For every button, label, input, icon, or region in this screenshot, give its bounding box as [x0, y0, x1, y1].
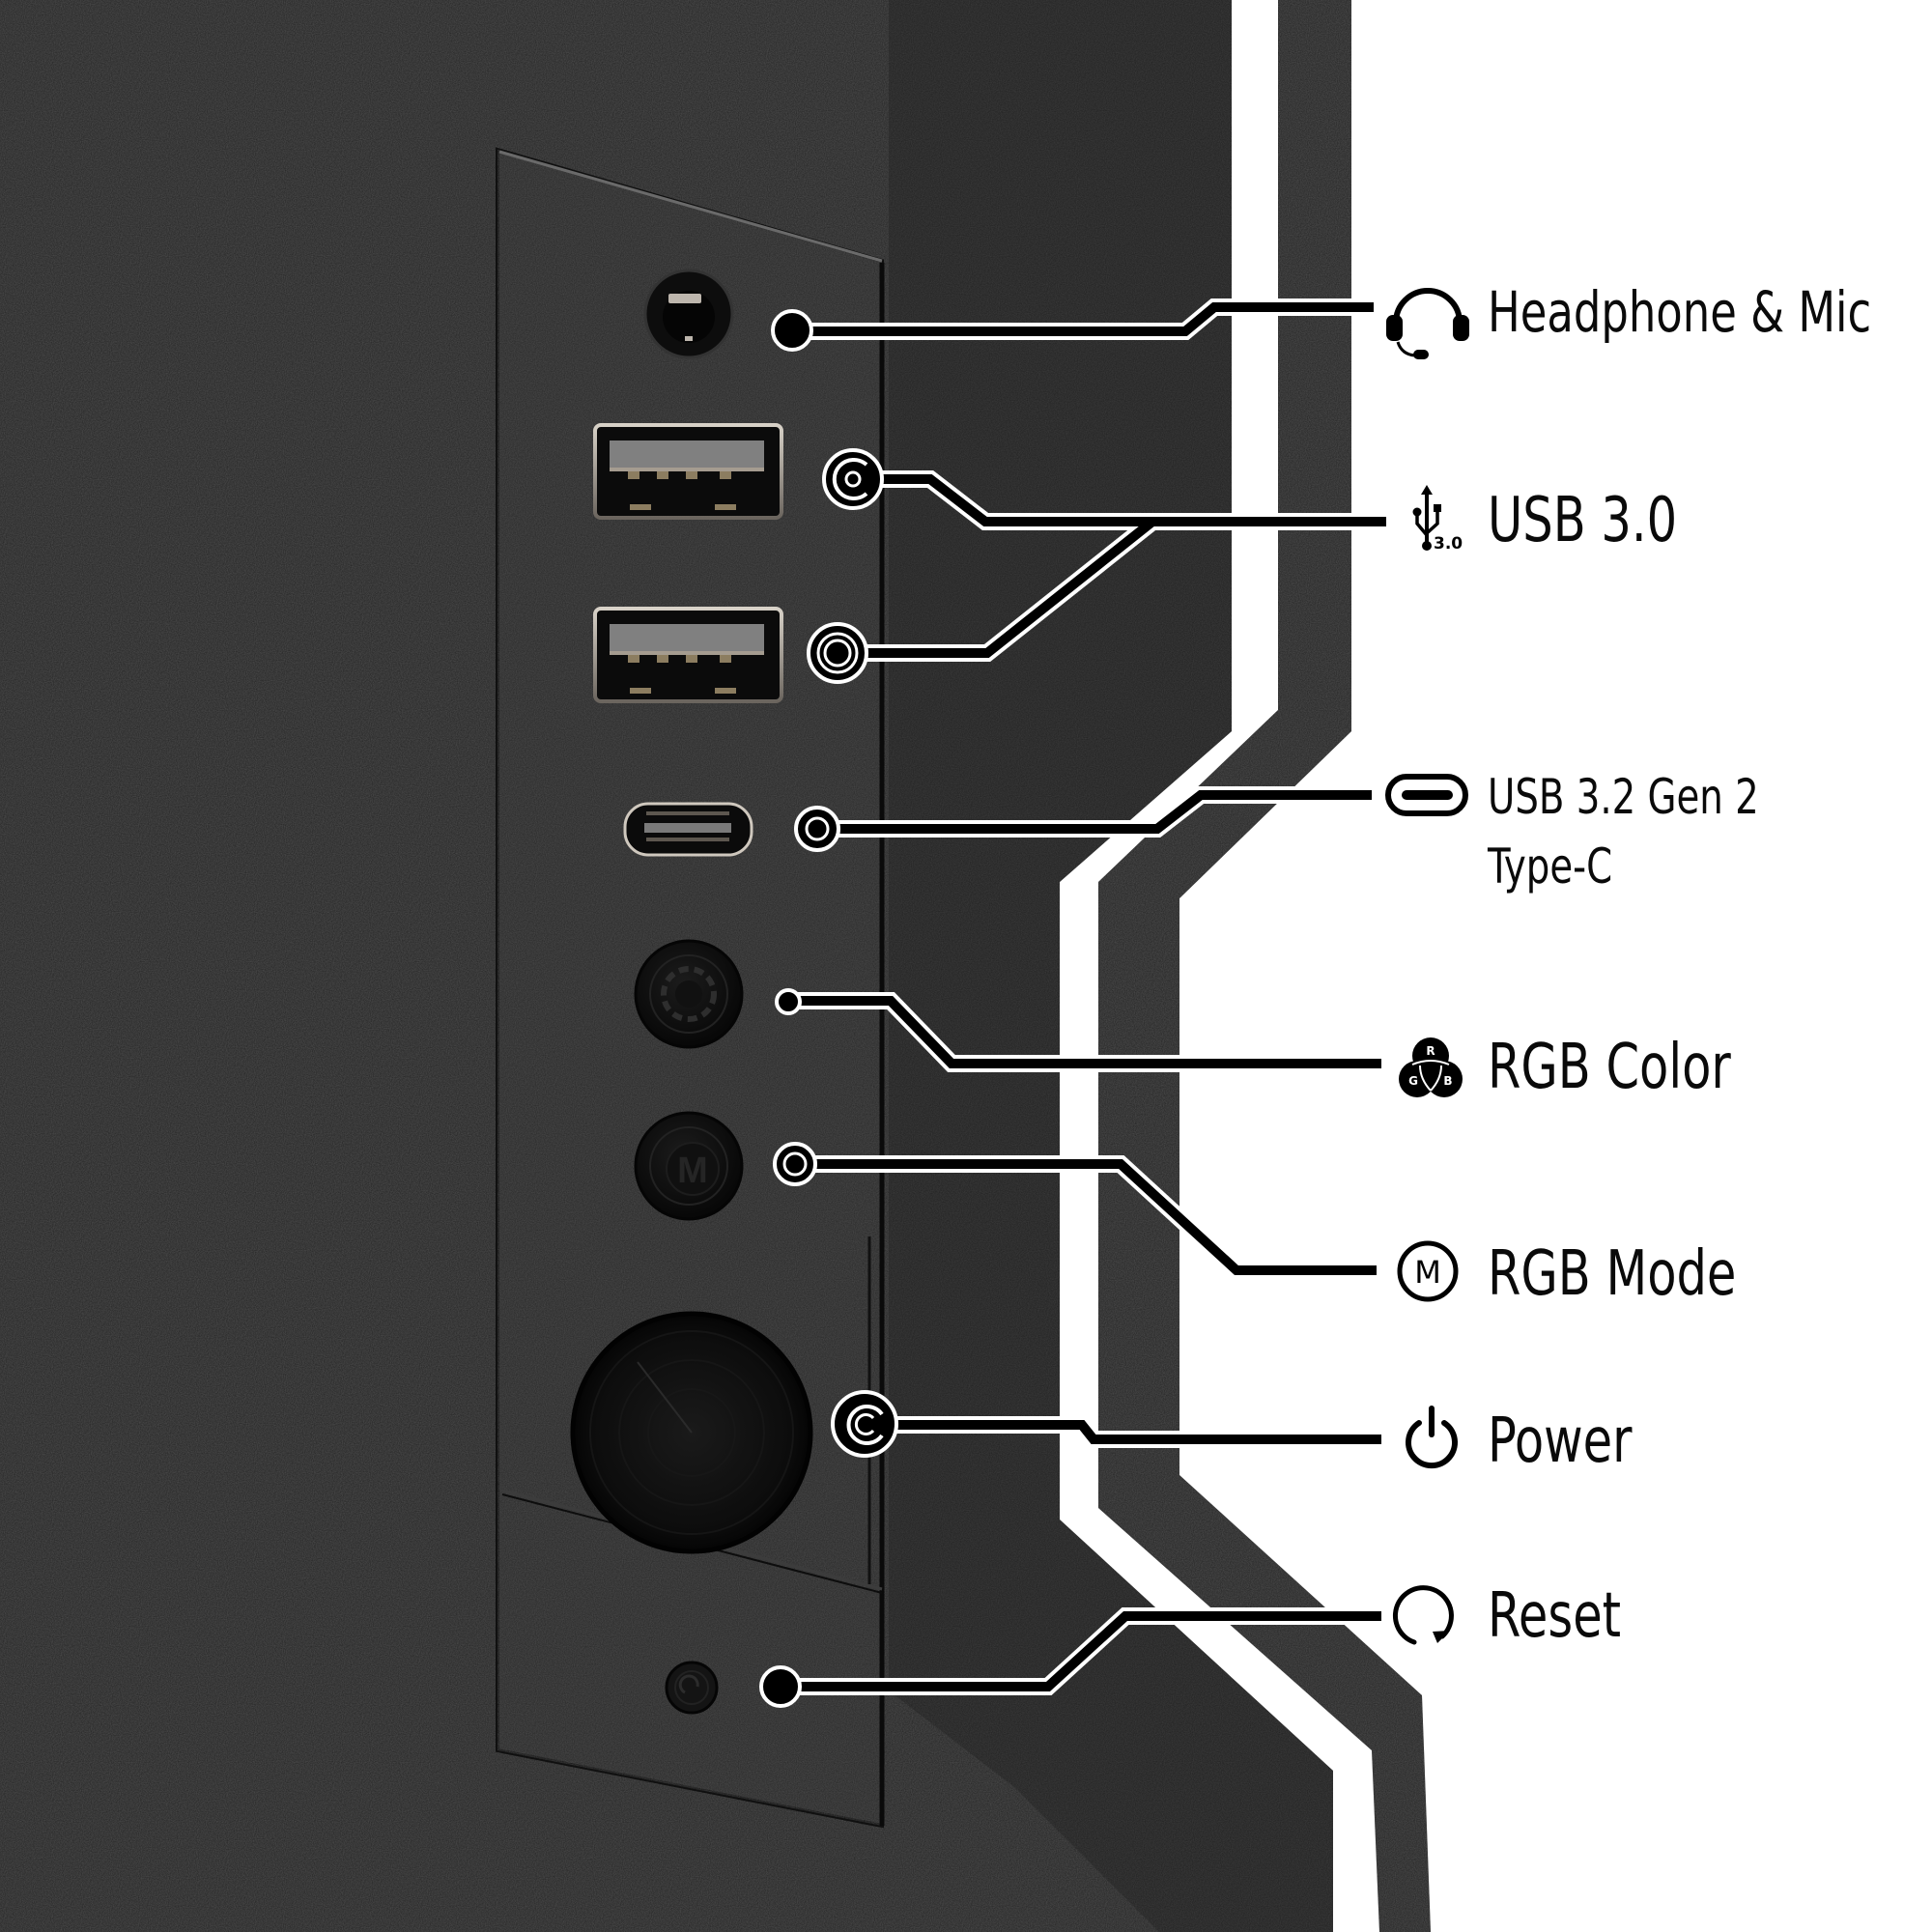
label-reset: Reset [1488, 1585, 1643, 1647]
marker-power [831, 1390, 898, 1458]
marker-rgb-color [775, 988, 802, 1015]
usb-3-0-icon: 3.0 [1412, 485, 1463, 554]
marker-usb-2 [807, 622, 868, 684]
label-text: Headphone & Mic [1488, 279, 1872, 345]
headset-icon [1386, 288, 1469, 359]
headphone-jack [643, 269, 734, 359]
svg-text:R: R [1426, 1044, 1435, 1058]
label-power: Power [1488, 1410, 1656, 1472]
usb-c-port [623, 802, 753, 857]
label-headphone-mic: Headphone & Mic [1488, 284, 1932, 340]
m-circle-icon: M [1397, 1240, 1459, 1302]
label-text: RGB Mode [1488, 1238, 1737, 1310]
label-usb-c: USB 3.2 Gen 2 Type-C [1488, 773, 1803, 891]
rgb-mode-button: M [634, 1111, 744, 1221]
label-rgb-color: RGB Color [1488, 1037, 1771, 1098]
label-rgb-mode: RGB Mode [1488, 1243, 1776, 1305]
svg-text:B: B [1443, 1074, 1452, 1088]
usb-c-icon [1385, 774, 1468, 816]
label-text-line2: Type-C [1488, 838, 1613, 895]
leader-lines [781, 298, 1386, 1695]
reset-icon [1392, 1585, 1454, 1645]
label-text: Power [1488, 1406, 1633, 1477]
marker-usb-1 [822, 448, 884, 510]
power-button [570, 1311, 813, 1554]
usb-badge: 3.0 [1434, 534, 1463, 554]
reset-button [665, 1661, 719, 1715]
label-text: RGB Color [1488, 1032, 1731, 1103]
svg-text:M: M [677, 1151, 708, 1191]
marker-headphone [771, 309, 813, 352]
rgb-color-button [634, 939, 744, 1049]
marker-usb-c [794, 806, 840, 852]
usb-a-port-2 [593, 607, 783, 703]
marker-rgb-mode [773, 1142, 817, 1186]
label-text-line1: USB 3.2 Gen 2 [1488, 769, 1759, 825]
label-text: Reset [1488, 1580, 1622, 1652]
label-usb-3-0: USB 3.0 [1488, 490, 1708, 552]
marker-reset [759, 1665, 802, 1708]
rgb-venn-icon: R G B [1399, 1037, 1463, 1097]
svg-text:M: M [1414, 1254, 1441, 1291]
power-icon [1406, 1406, 1458, 1469]
svg-text:G: G [1408, 1074, 1418, 1088]
usb-a-port-1 [593, 423, 783, 520]
label-text: USB 3.0 [1488, 485, 1678, 556]
